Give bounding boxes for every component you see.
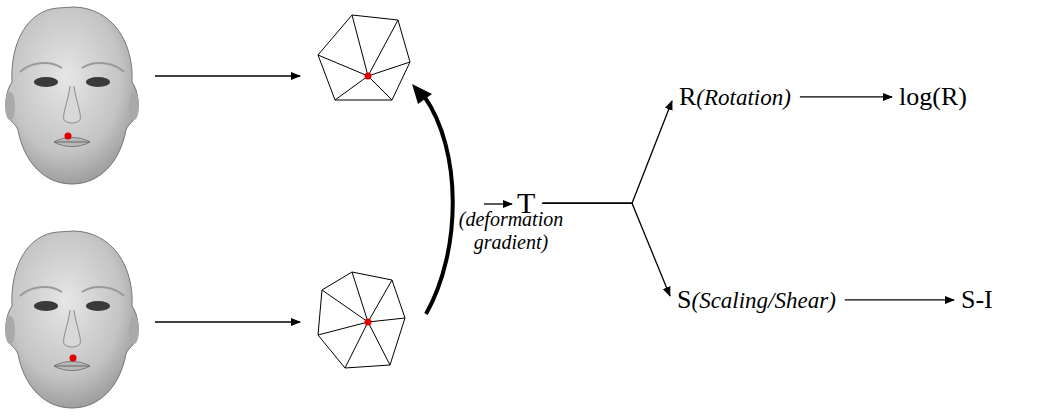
arrowhead — [412, 84, 432, 104]
log-node: log(R) — [896, 80, 970, 114]
scaling-node: S(Scaling/Shear) — [674, 283, 839, 317]
node-subtext: (Rotation) — [696, 85, 791, 110]
arrow — [484, 203, 512, 204]
face-deformed — [5, 231, 139, 408]
connector-arrow — [800, 96, 892, 97]
vertex-dot — [65, 133, 72, 140]
vertex-dot — [365, 319, 372, 326]
vertex-dot — [365, 73, 372, 80]
connector-arrow — [542, 101, 672, 203]
rotation-node: R(Rotation) — [676, 80, 794, 114]
mesh-deformed — [318, 272, 405, 368]
node-text: R — [679, 82, 696, 111]
arrow — [155, 321, 300, 322]
vertex-dot — [70, 355, 77, 362]
curved-arrow — [424, 96, 453, 314]
node-text: S — [677, 285, 691, 314]
mesh-neutral — [318, 15, 410, 100]
node-text: S-I — [961, 285, 993, 314]
difference-node: S-I — [958, 283, 996, 317]
arrow — [155, 75, 300, 76]
face-neutral — [5, 7, 139, 184]
edge-label: (deformation gradient) — [452, 208, 570, 254]
node-subtext: (Scaling/Shear) — [691, 288, 835, 313]
connector-arrow — [845, 299, 954, 300]
node-text: log(R) — [899, 82, 967, 111]
